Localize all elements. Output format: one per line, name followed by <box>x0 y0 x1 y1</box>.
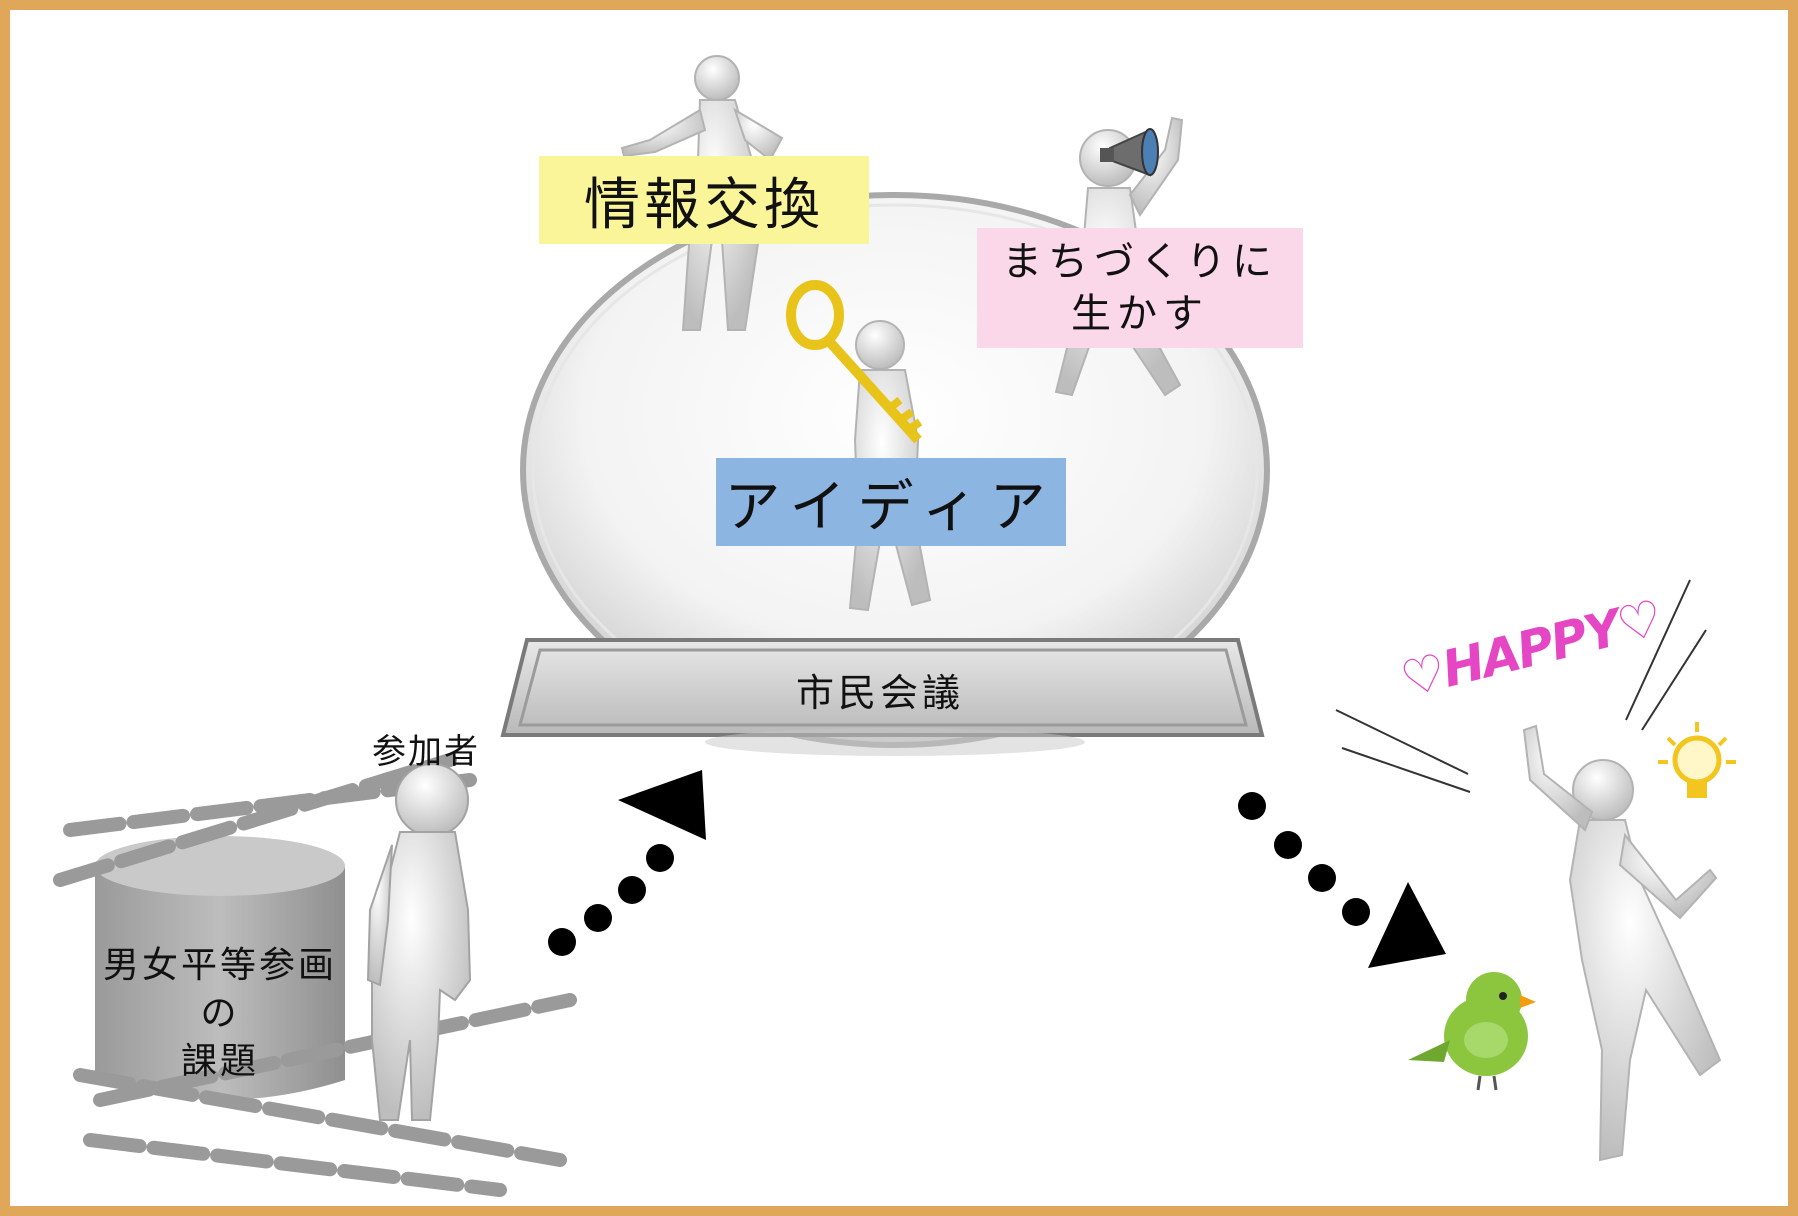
arrow-icon <box>1238 792 1446 968</box>
happy-figure <box>1522 724 1722 1162</box>
idea-label: アイディア <box>716 458 1066 546</box>
chained-participant-figure <box>366 763 472 1121</box>
emphasis-lines <box>1335 579 1707 793</box>
machizukuri-label: まちづくりに 生かす <box>977 228 1303 348</box>
issue-label-line3: 課題 <box>180 1041 259 1082</box>
machizukuri-label-line1: まちづくりに <box>1002 239 1278 285</box>
issue-label-line2: の <box>200 993 240 1034</box>
participant-label: 参加者 <box>372 732 480 772</box>
arrow-icon <box>548 770 706 956</box>
citizen-meeting-label: 市民会議 <box>795 670 964 715</box>
globe-base <box>500 638 1265 756</box>
key-icon <box>786 280 923 444</box>
issue-label: 男女平等参画 の 課題 <box>90 942 350 1086</box>
info-exchange-label: 情報交換 <box>539 156 869 244</box>
lightbulb-icon <box>1658 722 1736 798</box>
machizukuri-label-line2: 生かす <box>1071 291 1209 337</box>
chain-icon <box>53 753 577 1197</box>
issue-label-line1: 男女平等参画 <box>102 945 337 986</box>
bird-icon <box>1408 972 1536 1091</box>
megaphone-icon <box>1100 128 1159 177</box>
